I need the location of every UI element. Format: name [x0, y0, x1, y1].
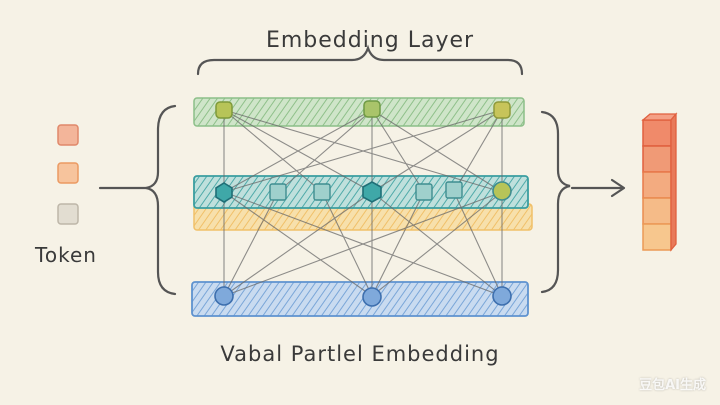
top-node: [493, 101, 511, 119]
middle-square-node: [269, 183, 287, 201]
right-brace: [540, 110, 571, 294]
middle-square-node: [445, 181, 463, 199]
bottom-layer-band: [191, 281, 529, 317]
bottom-label: Vabal Partlel Embedding: [220, 342, 499, 366]
bottom-node: [214, 286, 234, 306]
top-layer-nodes: [215, 100, 511, 119]
output-arrow-head: [610, 178, 626, 198]
token-squares: [57, 124, 79, 225]
connection-lines: [223, 109, 503, 297]
diagram-title: Embedding Layer: [266, 28, 474, 53]
token-label: Token: [34, 243, 97, 267]
middle-hex-node: [362, 181, 382, 203]
bottom-node: [492, 286, 512, 306]
middle-square-node: [313, 183, 331, 201]
top-node: [363, 100, 381, 118]
middle-square-node: [415, 183, 433, 201]
bottom-node: [362, 287, 382, 307]
middle-circle-node: [492, 181, 512, 201]
middle-layer-nodes: [215, 181, 512, 203]
token-square: [57, 203, 79, 225]
token-square: [57, 124, 79, 146]
output-vector-stack: [641, 112, 678, 252]
bottom-layer-nodes: [214, 286, 512, 307]
left-brace: [145, 104, 177, 296]
token-square: [57, 162, 79, 184]
top-node: [215, 101, 233, 119]
watermark: 豆包AI生成: [639, 378, 706, 393]
top-brace: [196, 44, 524, 76]
middle-hex-node: [215, 182, 233, 203]
top-layer-band: [193, 97, 525, 127]
